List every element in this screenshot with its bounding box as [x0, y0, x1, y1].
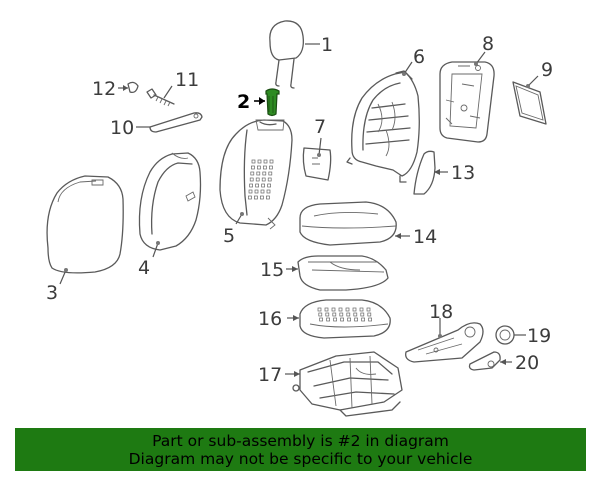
perforation [346, 312, 351, 317]
callout-2: 2 [237, 91, 250, 113]
perforation [269, 165, 273, 170]
part-17-seat-frame [292, 351, 403, 417]
perforation [339, 312, 344, 317]
perforation [266, 189, 271, 194]
part-8-rear-panel [439, 61, 495, 143]
perforation [354, 317, 358, 322]
perforation [266, 195, 270, 200]
callout-3: 3 [46, 282, 58, 304]
perforation [368, 317, 372, 322]
perforation [347, 317, 351, 322]
perforation [269, 159, 274, 164]
callout-8: 8 [482, 33, 494, 55]
part-7-pad [302, 147, 332, 181]
perforation [338, 307, 343, 312]
callout-9: 9 [541, 59, 553, 81]
part-18-side-cover [405, 322, 484, 363]
callout-11: 11 [175, 69, 199, 91]
part-19-knob-cap [495, 325, 515, 345]
perforation [254, 189, 259, 194]
callout-16: 16 [258, 308, 282, 330]
perforation [254, 195, 258, 200]
perforation [256, 171, 261, 176]
part-15-cushion-pad [297, 255, 389, 291]
perforation [360, 312, 365, 317]
perforation [263, 159, 268, 164]
perforation [352, 307, 357, 312]
callout-5: 5 [223, 225, 235, 247]
perforation [250, 171, 255, 176]
perforation [324, 307, 329, 312]
perforation [318, 312, 323, 317]
perforation [325, 312, 330, 317]
perforation [267, 183, 271, 188]
callout-12: 12 [92, 78, 116, 100]
perforation [317, 307, 322, 312]
perforation [263, 165, 267, 170]
callout-20: 20 [515, 352, 539, 374]
perforation [261, 177, 266, 182]
callout-15: 15 [260, 259, 284, 281]
part-10-side-trim [149, 112, 203, 133]
perforation [257, 159, 262, 164]
perforation [268, 171, 273, 176]
part-1-headrest [269, 20, 304, 89]
callout-19: 19 [527, 325, 551, 347]
part-12-clip [127, 81, 139, 94]
banner-line-1: Part or sub-assembly is #2 in diagram [152, 432, 449, 450]
perforation [359, 307, 364, 312]
perforation [249, 177, 254, 182]
perforation [257, 165, 261, 170]
part-2-headrest-guide [265, 88, 280, 117]
perforation [367, 312, 372, 317]
seat-parts-diagram: 1 2 3 4 5 [46, 20, 553, 417]
callout-4: 4 [138, 257, 150, 279]
part-14-cushion-cover [299, 201, 397, 246]
part-11-bolt [146, 88, 175, 107]
perforation [260, 189, 265, 194]
part-9-pocket [512, 81, 547, 125]
callout-13: 13 [451, 162, 475, 184]
part-5-seatback-cushion [219, 119, 293, 230]
perforation [326, 317, 330, 322]
part-16-cushion [299, 299, 391, 339]
perforation [345, 307, 350, 312]
perforation [332, 312, 337, 317]
part-6-seatback-frame [346, 70, 420, 183]
perforation [255, 183, 259, 188]
callout-14: 14 [413, 226, 437, 248]
perforation [251, 165, 255, 170]
callout-7: 7 [314, 116, 326, 138]
perforation [249, 183, 253, 188]
banner-line-2: Diagram may not be specific to your vehi… [128, 450, 473, 468]
part-4-seatback-trim [138, 152, 202, 251]
callout-6: 6 [413, 46, 425, 68]
perforation [261, 183, 265, 188]
perforation [361, 317, 365, 322]
callout-1: 1 [321, 34, 333, 56]
part-20-lever [468, 351, 501, 371]
perforation [333, 317, 337, 322]
perforation [366, 307, 371, 312]
perforation [260, 195, 264, 200]
callout-18: 18 [429, 301, 453, 323]
perforation [248, 189, 253, 194]
info-banner: Part or sub-assembly is #2 in diagram Di… [15, 428, 586, 471]
perforation [248, 195, 252, 200]
callout-10: 10 [110, 117, 134, 139]
perforation [251, 159, 256, 164]
callout-17: 17 [258, 364, 282, 386]
part-3-seatback-panel [46, 175, 124, 274]
perforation [262, 171, 267, 176]
perforation [319, 317, 323, 322]
part-13-side-shield [413, 150, 436, 195]
perforation [331, 307, 336, 312]
perforation [267, 177, 272, 182]
perforation [340, 317, 344, 322]
perforation [353, 312, 358, 317]
perforation [255, 177, 260, 182]
